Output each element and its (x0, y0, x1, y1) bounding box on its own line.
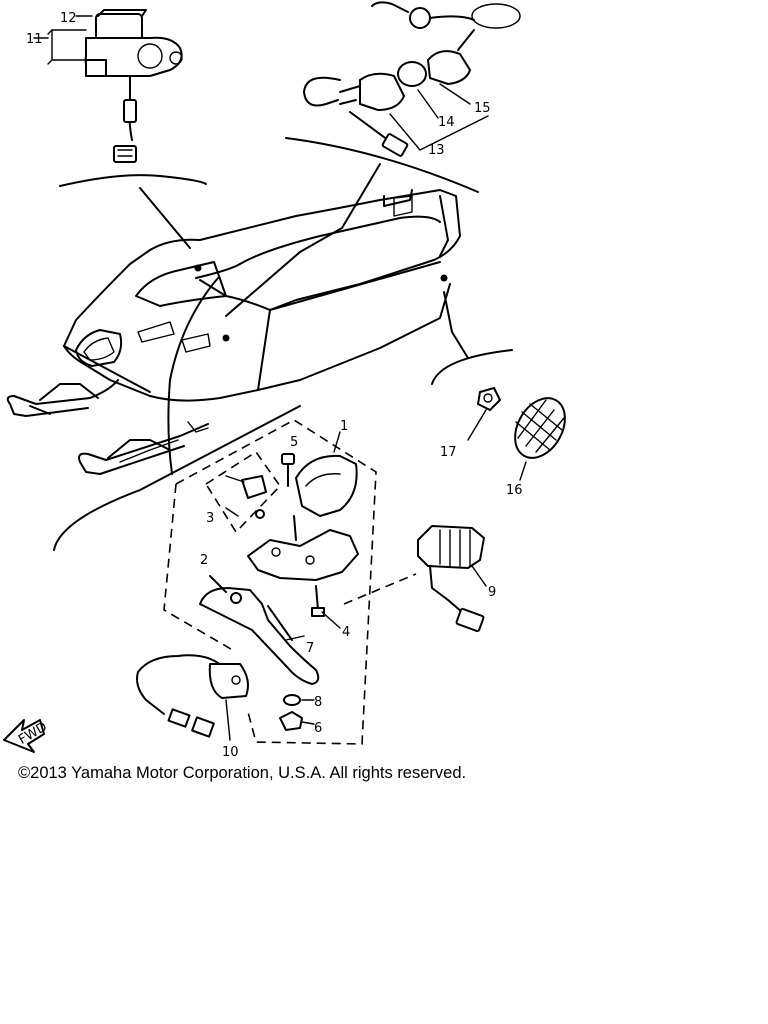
section-divider-bottom (53, 405, 301, 551)
leader-relay (139, 187, 191, 249)
callout-11: 11 (26, 32, 43, 47)
callout-10: 10 (222, 745, 239, 760)
section-divider-top-left (59, 174, 207, 187)
parts-diagram: 11 12 15 14 13 (3, 1, 566, 760)
reflector-and-nut (467, 387, 566, 481)
leader-main-switch (225, 163, 381, 317)
section-divider-top-right (285, 137, 479, 193)
callout-13: 13 (428, 143, 445, 158)
callout-15: 15 (474, 101, 491, 116)
callout-16: 16 (506, 483, 523, 498)
callout-2: 2 (200, 553, 208, 568)
brake-switch-9 (343, 525, 487, 633)
callout-6: 6 (314, 721, 322, 736)
callout-5: 5 (290, 435, 298, 450)
relay-assembly (33, 9, 183, 163)
callout-17: 17 (440, 445, 457, 460)
callout-7: 7 (306, 641, 314, 656)
throttle-switch-10 (136, 654, 249, 741)
callout-9: 9 (488, 585, 496, 600)
brake-lever-assembly (163, 419, 377, 745)
leader-throttle (167, 277, 219, 475)
callout-3: 3 (206, 511, 214, 526)
snowmobile-illustration (6, 189, 461, 475)
callout-1: 1 (340, 419, 348, 434)
callout-4: 4 (342, 625, 350, 640)
fwd-arrow-icon: FWD (3, 719, 50, 753)
main-switch-assembly (303, 1, 521, 157)
copyright-notice: ©2013 Yamaha Motor Corporation, U.S.A. A… (18, 764, 467, 782)
callout-14: 14 (438, 115, 455, 130)
leader-reflector (443, 291, 469, 359)
callout-12: 12 (60, 11, 77, 26)
section-divider-right (431, 349, 513, 385)
callout-8: 8 (314, 695, 322, 710)
